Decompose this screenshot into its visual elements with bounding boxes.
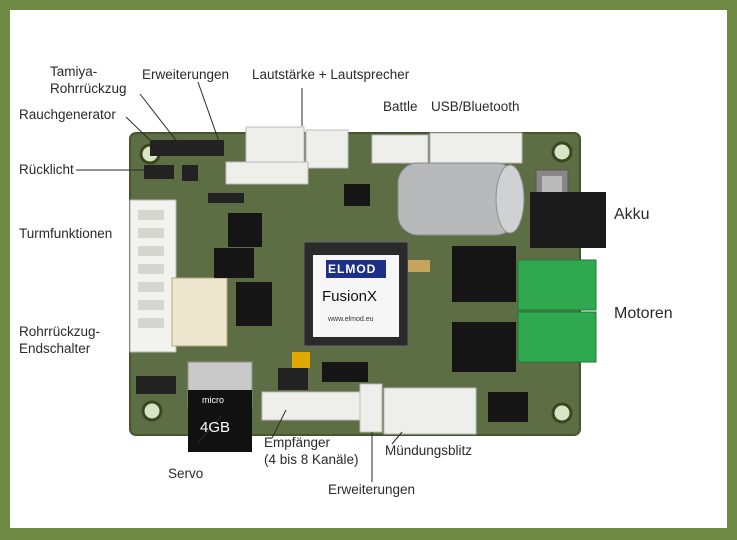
extension-connector [225, 161, 309, 185]
label-muendungsblitz: Mündungsblitz [385, 443, 473, 458]
label-motoren: Motoren [614, 305, 673, 322]
relay [171, 277, 228, 347]
pin-header [150, 140, 224, 156]
elmod-logo-plate [326, 260, 386, 278]
label-servo: Servo [168, 466, 204, 481]
ic [488, 392, 528, 422]
battery-connector [530, 192, 606, 248]
sd-card-brand: micro [202, 395, 224, 405]
muzzle-flash-connector [383, 387, 477, 435]
label-battle: Battle [383, 99, 418, 114]
label-endschalter-line1: Rohrrückzug- [19, 324, 101, 339]
receiver-connector [261, 391, 361, 421]
chip-url: www.elmod.eu [328, 316, 374, 323]
battle-connector [371, 134, 429, 164]
label-tamiya: Tamiya- [50, 64, 98, 79]
pin-header [182, 165, 198, 181]
mounting-hole [551, 402, 573, 424]
usb-connector [429, 132, 523, 164]
extension-connector-bottom [359, 383, 383, 433]
mounting-hole [551, 141, 573, 163]
turret-connector [129, 199, 177, 353]
label-erweiterungen-top: Erweiterungen [142, 67, 230, 82]
servo-header [278, 368, 308, 390]
label-turmfunktionen: Turmfunktionen [19, 226, 113, 241]
label-akku: Akku [614, 206, 650, 223]
controller-board-illustration [10, 81, 727, 528]
motor-driver-ic [452, 246, 516, 302]
ic [214, 248, 254, 278]
pin-header [136, 376, 176, 394]
pin-header [208, 193, 244, 203]
label-empfaenger-line2: (4 bis 8 Kanäle) [264, 452, 359, 467]
ic [322, 362, 368, 382]
label-rauchgenerator: Rauchgenerator [19, 107, 116, 122]
ic [228, 213, 262, 247]
chip-brand: ELMOD [328, 262, 377, 276]
label-rohrrueckzug: Rohrrückzug [50, 81, 127, 96]
ic [344, 184, 370, 206]
label-empfaenger-line1: Empfänger [264, 435, 331, 450]
photo-panel: ELMOD FusionX www.elmod.eu micro 4GB Tam… [10, 10, 727, 528]
pin-header [144, 165, 174, 179]
label-usb: USB/Bluetooth [431, 99, 520, 114]
motor-terminal [517, 311, 597, 363]
motor-driver-ic [452, 322, 516, 372]
tantal-capacitor [292, 352, 310, 368]
motor-terminal [517, 259, 597, 311]
speaker-connector [245, 126, 305, 168]
label-lautstaerke: Lautstärke + Lautsprecher [252, 67, 410, 82]
chip-model: FusionX [322, 288, 378, 305]
label-endschalter-line2: Endschalter [19, 341, 91, 356]
label-erweiterungen-bottom: Erweiterungen [328, 482, 416, 497]
label-ruecklicht: Rücklicht [19, 162, 74, 177]
sd-card-capacity: 4GB [200, 419, 231, 436]
volume-connector [305, 129, 349, 169]
mounting-hole [141, 400, 163, 422]
ic [236, 282, 272, 326]
